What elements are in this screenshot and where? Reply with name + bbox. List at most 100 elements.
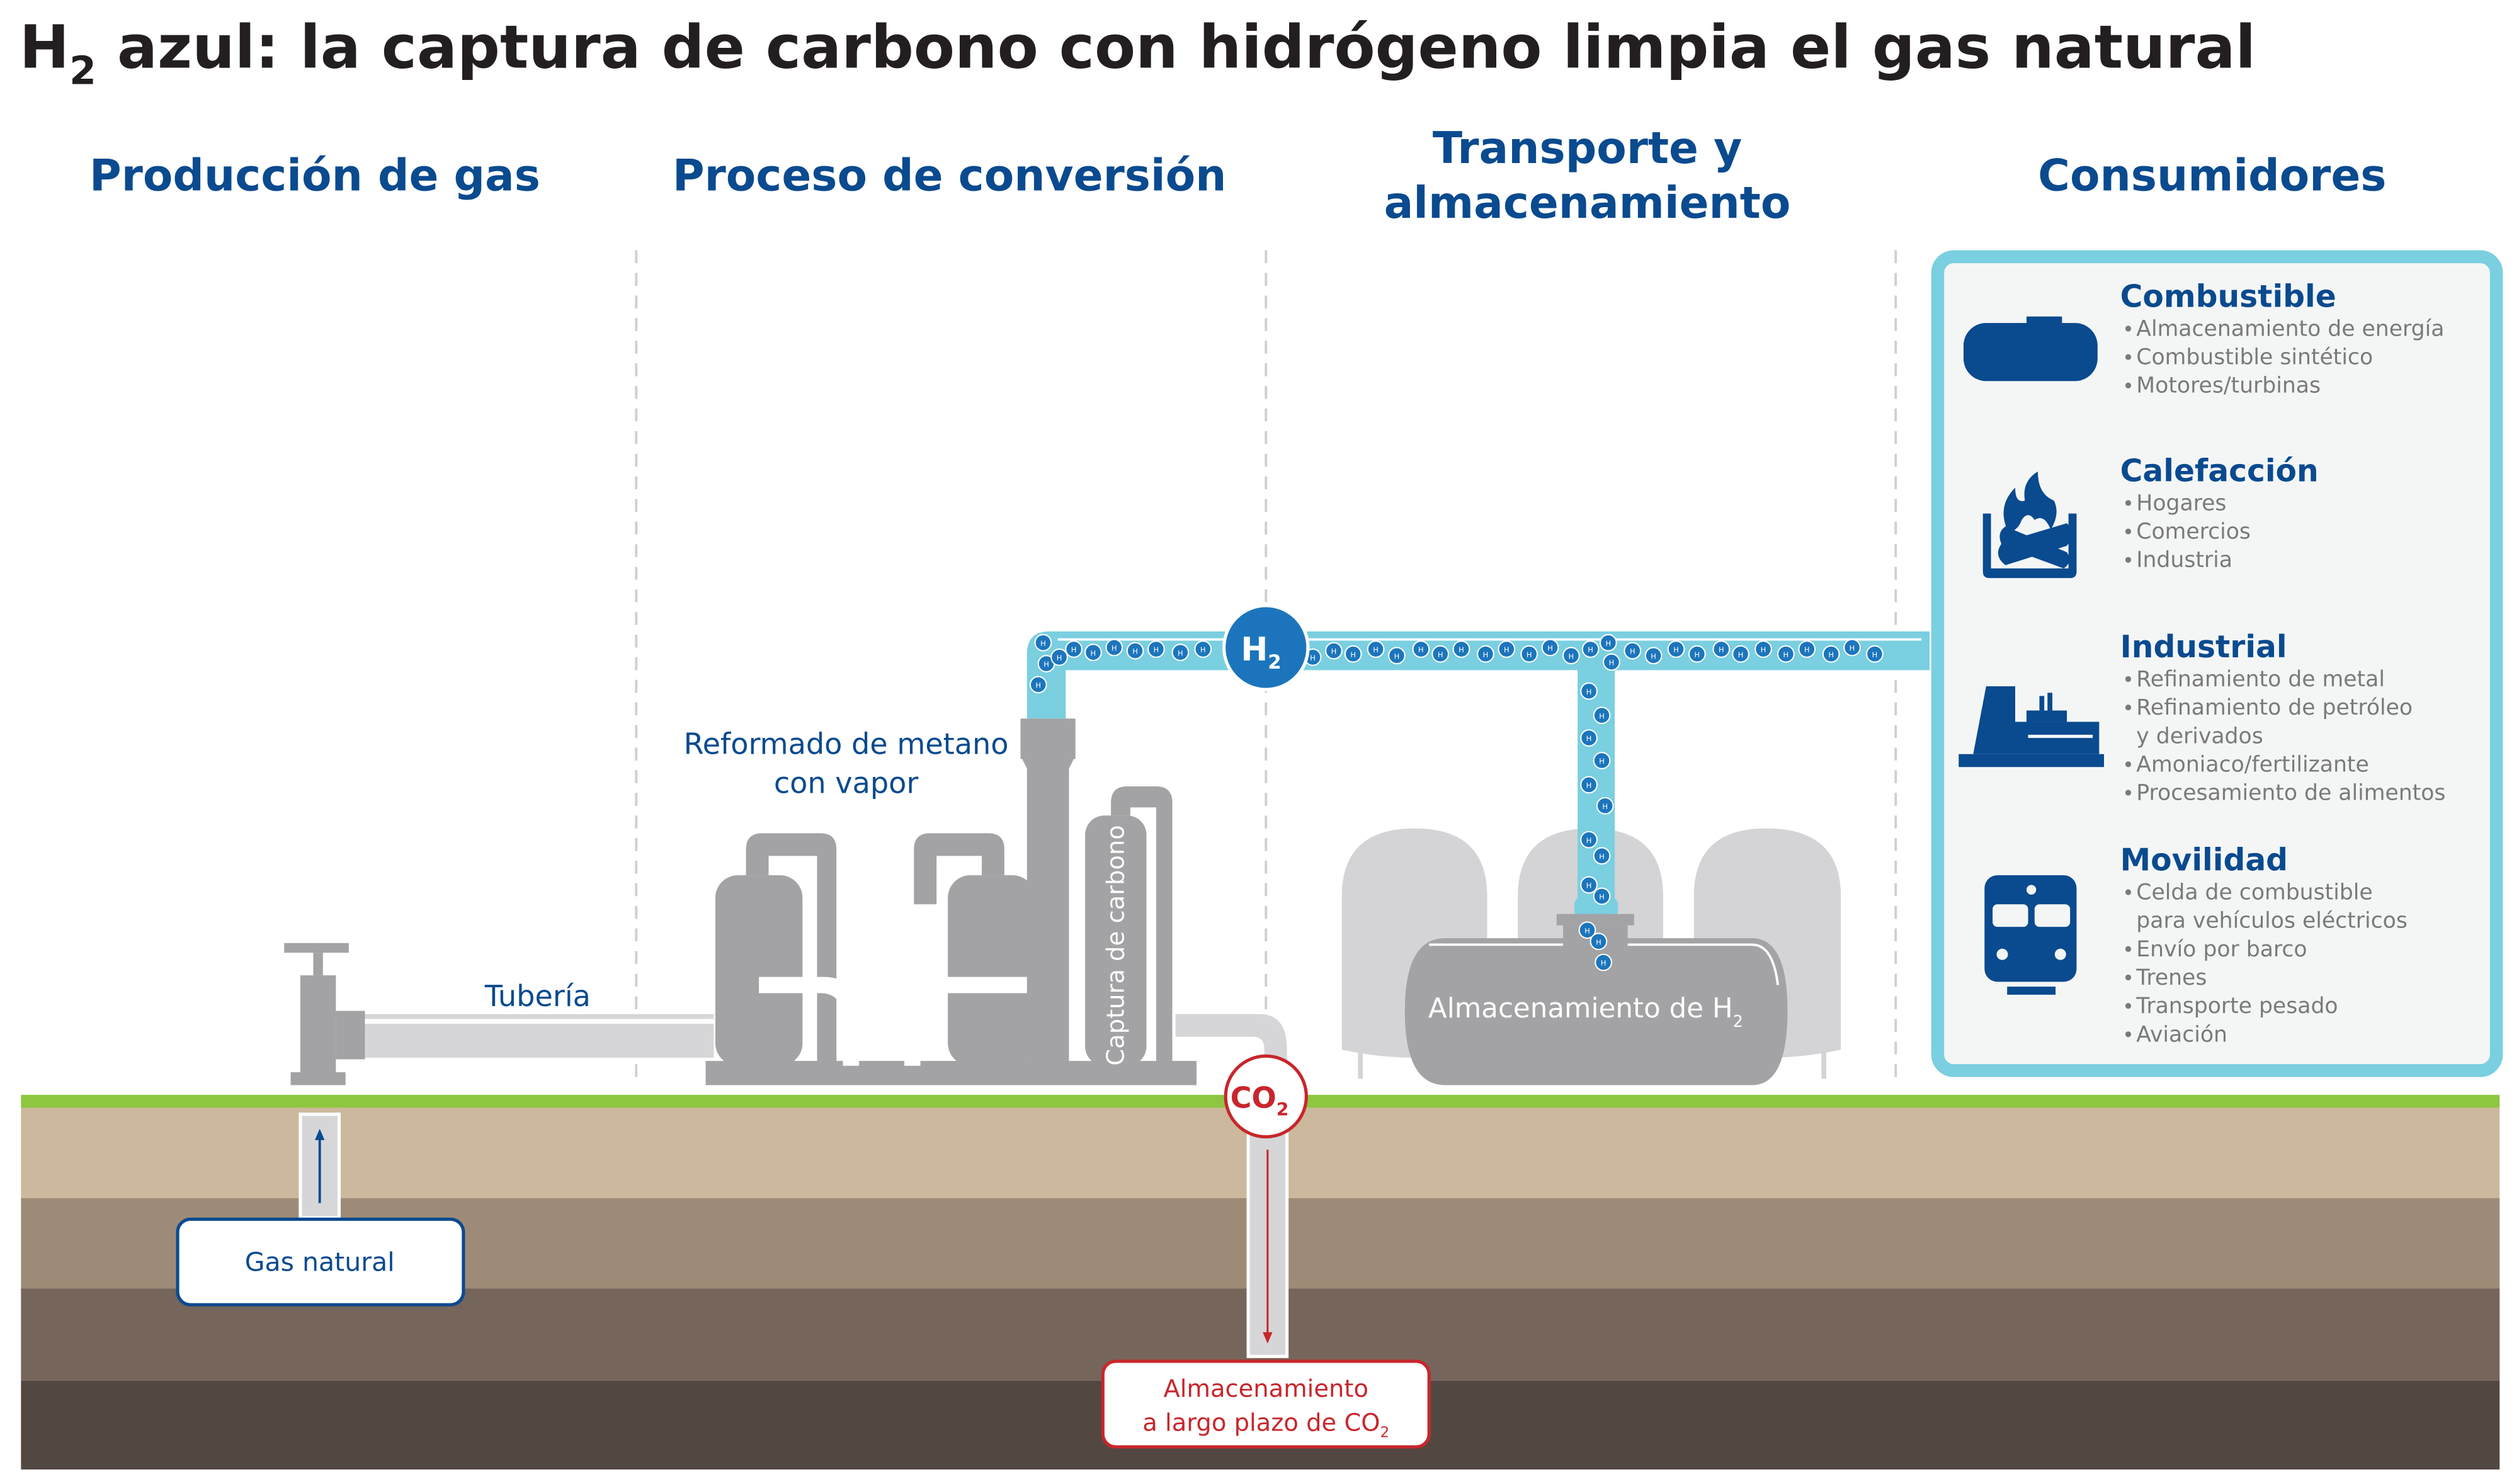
svg-text:H: H xyxy=(1071,645,1077,654)
svg-text:H: H xyxy=(1719,645,1724,654)
h2-molecule-icon: H xyxy=(1732,645,1749,663)
bullet-icon xyxy=(2125,761,2132,767)
svg-text:H: H xyxy=(1112,644,1117,653)
h2-molecule-icon: H xyxy=(1843,638,1861,657)
h2-molecule-icon: H xyxy=(1084,643,1102,662)
consumer-item: Procesamiento de alimentos xyxy=(2136,781,2445,806)
section-transport-line1: Transporte y xyxy=(1433,123,1742,174)
svg-text:H: H xyxy=(1586,688,1592,696)
h2-molecule-icon: H xyxy=(1593,706,1611,725)
h2-molecule-icon: H xyxy=(1050,649,1068,666)
svg-text:H2: H2 xyxy=(1241,631,1281,674)
consumer-item: Aviación xyxy=(2136,1022,2227,1047)
h2-molecule-icon: H xyxy=(1029,676,1047,694)
section-production: Producción de gas xyxy=(89,151,540,201)
co2-badge: CO2 xyxy=(1224,1054,1308,1139)
svg-text:H: H xyxy=(1586,836,1592,845)
bullet-icon xyxy=(2125,557,2132,563)
svg-text:H: H xyxy=(1599,757,1605,766)
svg-text:H: H xyxy=(1651,652,1656,660)
consumer-item: Industria xyxy=(2136,548,2232,573)
h2-molecule-icon: H xyxy=(1580,830,1598,849)
tank-icon xyxy=(1963,316,2098,382)
h2-molecule-icon: H xyxy=(1866,645,1884,663)
section-consumers: Consumidores xyxy=(2038,151,2386,201)
h2-molecule-icon: H xyxy=(1431,645,1450,663)
h2-molecule-icon: H xyxy=(1623,642,1642,660)
svg-text:H: H xyxy=(1483,650,1489,659)
section-transport-line2: almacenamiento xyxy=(1384,178,1791,229)
svg-text:H: H xyxy=(1783,650,1789,659)
h2-molecule-icon: H xyxy=(1562,647,1580,665)
svg-text:H: H xyxy=(1588,645,1593,654)
h2-molecule-icon: H xyxy=(1065,640,1083,658)
consumer-item: Trenes xyxy=(2135,965,2207,990)
svg-text:H: H xyxy=(1596,937,1601,946)
h2-molecule-icon: H xyxy=(1344,645,1362,663)
h2-molecule-icon: H xyxy=(1578,921,1596,939)
consumer-title: Movilidad xyxy=(2120,842,2288,878)
reforming-label-line2: con vapor xyxy=(774,766,919,800)
h2-storage-tank: Almacenamiento de H2 xyxy=(1404,914,1788,1085)
consumer-item: Motores/turbinas xyxy=(2136,373,2321,399)
h2-molecule-icon: H xyxy=(1147,640,1165,658)
svg-text:H: H xyxy=(1438,650,1443,659)
svg-text:Gas natural: Gas natural xyxy=(245,1247,395,1277)
svg-text:H: H xyxy=(1418,645,1424,654)
bullet-icon xyxy=(2125,354,2132,360)
svg-text:H: H xyxy=(1850,644,1855,653)
pipeline-label: Tubería xyxy=(484,979,591,1013)
h2-molecule-icon: H xyxy=(1822,645,1840,663)
bullet-icon xyxy=(2125,676,2132,683)
h2-molecule-icon: H xyxy=(1388,647,1406,665)
h2-molecule-icon: H xyxy=(1593,752,1611,769)
bullet-icon xyxy=(2125,974,2132,981)
co2-storage-label: Almacenamiento a largo plazo de CO2 xyxy=(1101,1359,1431,1449)
h2-molecule-icon: H xyxy=(1126,642,1144,660)
h2-molecule-icon: H xyxy=(1580,729,1598,747)
svg-text:H: H xyxy=(1527,650,1532,659)
svg-text:H: H xyxy=(1738,650,1744,659)
h2-molecule-icon: H xyxy=(1667,640,1685,658)
svg-text:H: H xyxy=(1804,645,1810,654)
h2-molecule-icon: H xyxy=(1541,638,1559,657)
h2-molecule-icon: H xyxy=(1688,645,1706,663)
h2-molecule-icon: H xyxy=(1593,887,1611,905)
valve-icon xyxy=(284,943,365,1085)
svg-text:H: H xyxy=(1586,781,1592,790)
svg-text:a largo plazo de CO2: a largo plazo de CO2 xyxy=(1142,1408,1389,1441)
svg-text:H: H xyxy=(1606,639,1612,648)
svg-text:H: H xyxy=(1602,802,1608,811)
bullet-icon xyxy=(2125,1031,2132,1038)
page-title: H2 azul: la captura de carbono con hidró… xyxy=(20,13,2256,94)
svg-text:H: H xyxy=(1459,645,1464,654)
svg-text:H: H xyxy=(1547,644,1553,653)
consumer-item: Envío por barco xyxy=(2136,937,2307,962)
consumer-item: para vehículos eléctricos xyxy=(2136,909,2408,934)
consumer-title: Calefacción xyxy=(2120,453,2319,489)
h2-molecule-icon: H xyxy=(1798,640,1816,658)
svg-text:H: H xyxy=(1178,649,1183,657)
svg-text:H: H xyxy=(1828,650,1834,659)
h2-molecule-icon: H xyxy=(1603,653,1620,671)
h2-molecule-icon: H xyxy=(1596,796,1614,815)
svg-text:H: H xyxy=(1310,654,1316,662)
natural-gas-label: Gas natural xyxy=(176,1217,465,1306)
h2-molecule-icon: H xyxy=(1477,645,1494,663)
h2-molecule-icon: H xyxy=(1712,640,1731,658)
svg-text:CO2: CO2 xyxy=(1231,1080,1289,1120)
h2-badge: H2 xyxy=(1222,604,1310,691)
consumer-title: Combustible xyxy=(2120,279,2336,314)
h2-molecule-icon: H xyxy=(1325,642,1343,660)
section-conversion: Proceso de conversión xyxy=(673,151,1227,201)
consumer-item: Amoniaco/fertilizante xyxy=(2136,752,2368,777)
svg-text:H: H xyxy=(1154,645,1159,654)
consumer-item: Refinamiento de petróleo xyxy=(2136,695,2413,720)
reforming-label-line1: Reformado de metano xyxy=(684,727,1009,761)
svg-text:H: H xyxy=(1350,650,1356,659)
